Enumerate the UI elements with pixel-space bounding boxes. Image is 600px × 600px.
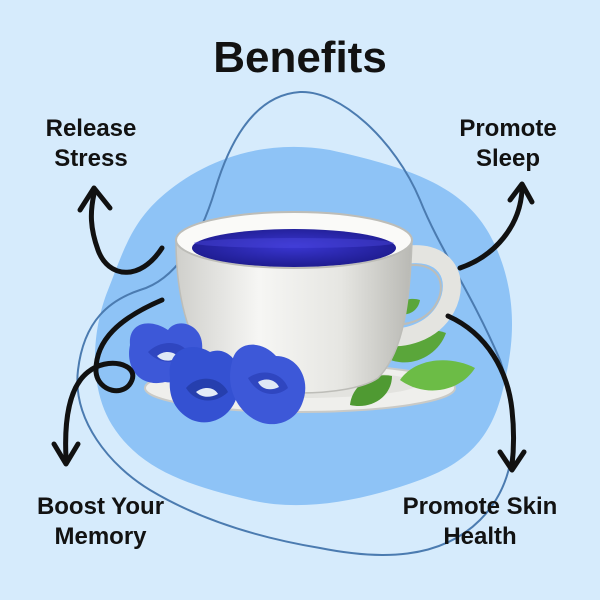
benefit-label-line1: Boost Your <box>36 493 165 520</box>
benefit-promote-skin-health: Promote Skin Health <box>383 492 577 552</box>
page-title: Benefits <box>213 33 387 82</box>
arrows <box>51 181 535 473</box>
benefit-release-stress: Release Stress <box>26 114 156 174</box>
tea <box>192 229 396 267</box>
arrow-promote-skin-health <box>445 313 527 473</box>
arrow-promote-sleep <box>457 181 535 271</box>
leaves <box>350 298 475 407</box>
arrow-release-stress <box>77 185 165 275</box>
benefit-label-line1: Release <box>45 115 137 142</box>
benefit-label-line2: Sleep <box>475 145 541 172</box>
benefit-label-line1: Promote Skin <box>402 493 558 520</box>
butterfly-pea-flowers <box>129 323 306 425</box>
benefit-label-line2: Stress <box>54 145 128 172</box>
arrow-boost-memory <box>51 297 165 467</box>
benefit-label-line1: Promote <box>459 115 557 142</box>
benefit-label-line2: Health <box>443 523 517 550</box>
cup-handle <box>385 245 461 347</box>
benefit-promote-sleep: Promote Sleep <box>438 114 578 174</box>
benefit-boost-memory: Boost Your Memory <box>18 492 183 552</box>
benefit-label-line2: Memory <box>54 523 147 550</box>
